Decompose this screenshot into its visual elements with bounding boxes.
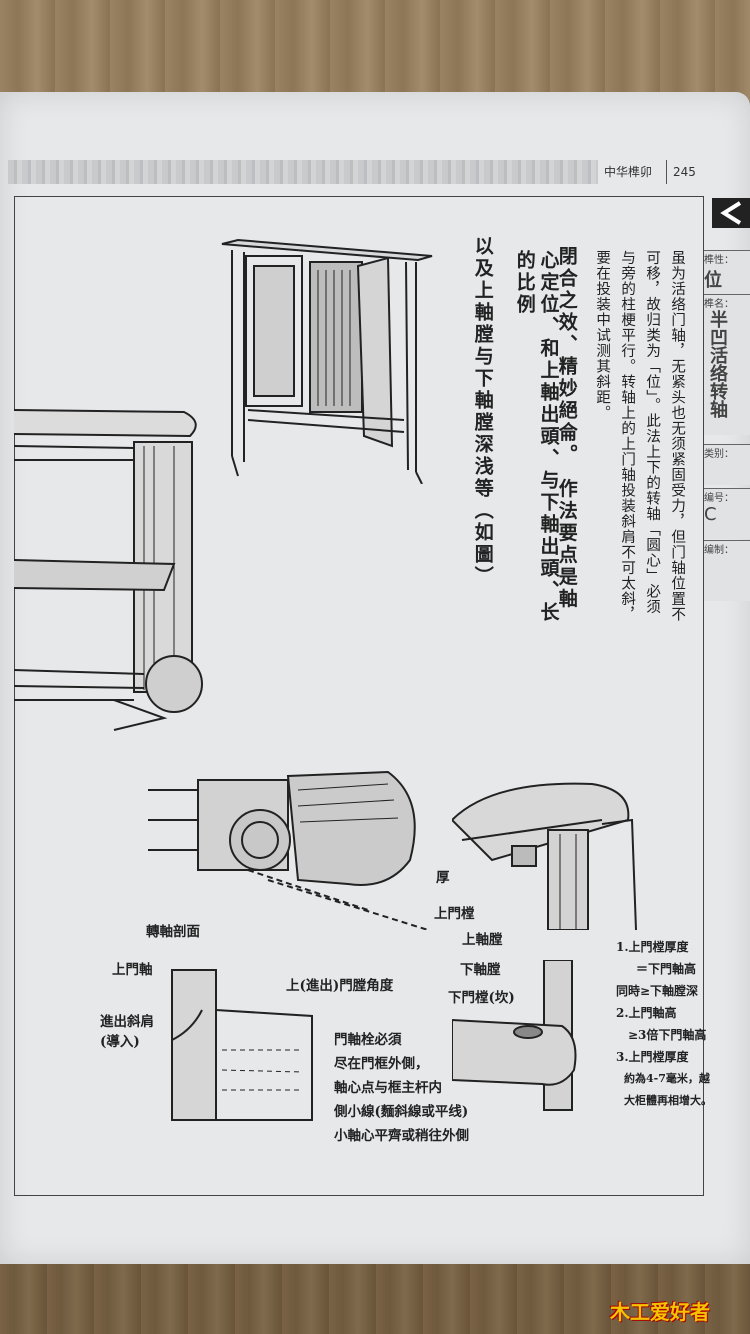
sidebar-value: 半凹活络转轴 (707, 310, 728, 418)
corner-joint-sketch (452, 782, 637, 930)
label-upper-axle-socket: 上軸膛 (462, 932, 503, 948)
printed-text-col-1: 虽为活络门轴，无紧头也无须紧固受力，但门轴位置不 (669, 250, 686, 622)
label-door-stile: 上門樘 (434, 906, 475, 922)
sidebar-card-number: 编号： C (704, 488, 750, 539)
header-pattern-band (8, 160, 598, 184)
note-line: 約為4-7毫米，越 (624, 1072, 710, 1085)
label-side: 厚 (436, 870, 450, 886)
pivot-section-sketch (148, 770, 429, 930)
handwritten-text-col-1: 閉合之效、精妙絕侖。 作法要点是軸 (555, 246, 578, 611)
label-upper-axle: 上門軸 (112, 962, 153, 978)
note-line: 大柜體再相增大。 (624, 1094, 712, 1107)
frame-partial-sketch (14, 409, 203, 731)
sidebar-key: 编制： (704, 545, 734, 556)
sidebar-key: 榫性： (704, 255, 734, 266)
note-line: 小軸心平齊或稍往外側 (334, 1128, 469, 1144)
handwritten-text-col-3: 以及上軸膛与下軸膛深浅等（如圖） (471, 236, 494, 588)
sidebar-value: 位 (704, 270, 722, 291)
note-line: 3.上門樘厚度 (616, 1050, 689, 1064)
page-number: 245 (666, 160, 696, 184)
printed-text-col-3: 与旁的柱梗平行。转轴上的上门轴投装斜肩不可太斜， (619, 250, 636, 622)
sidebar-card-editor: 编制： (704, 540, 750, 601)
sidebar-key: 榫名： (704, 299, 734, 310)
sidebar-value: C (704, 504, 717, 525)
note-line: 1.上門樘厚度 (616, 940, 689, 954)
sidebar-key: 类别： (704, 449, 734, 460)
note-line: 2.上門軸高 (616, 1006, 677, 1020)
lower-axle-detail-sketch (452, 960, 577, 1111)
note-line: ≥3倍下門軸高 (628, 1028, 707, 1042)
sidebar-key: 编号： (704, 493, 734, 504)
sidebar-card-category: 类别： (704, 444, 750, 485)
cabinet-sketch (221, 238, 433, 484)
handwritten-text-col-2: 心定位、和上軸出頭、与下軸出頭、长的比例 (513, 250, 560, 624)
upper-axle-detail-sketch (171, 969, 313, 1121)
printed-text-col-2: 可移，故归类为「位」。此法上下的转轴「圆心」必须 (644, 250, 661, 615)
note-line: 尽在門框外側， (334, 1056, 429, 1072)
note-line: 門軸栓必須 (334, 1032, 402, 1048)
note-line: 同時≥下軸膛深 (616, 984, 699, 998)
content-frame (14, 196, 704, 1196)
note-line: 側小線(麵斜線或平线) (334, 1104, 469, 1120)
watermark-logo: 木工爱好者 (610, 1300, 710, 1324)
notes-center: 門軸栓必須 尽在門框外側， 軸心点与框主杆内 側小線(麵斜線或平线) 小軸心平齊… (334, 1028, 514, 1148)
note-line: 軸心点与框主杆内 (334, 1080, 442, 1096)
sidebar-card-name: 榫名： 半凹活络转轴 (704, 294, 750, 435)
label-bevel: 進出斜肩(導入) (100, 1014, 154, 1050)
sidebar-card-property: 榫性： 位 (704, 250, 750, 295)
label-section: 轉軸剖面 (146, 924, 200, 940)
label-upper-mortise: 上(進出)門膛角度 (286, 978, 394, 994)
section-title: 中华榫卯 (604, 165, 653, 179)
label-lower-stile: 下門樘(坎) (448, 990, 515, 1006)
printed-text-col-4: 要在投装中试测其斜距。 (594, 250, 611, 421)
notes-right: 1.上門樘厚度 ＝下門軸高 同時≥下軸膛深 2.上門軸高 ≥3倍下門軸高 3.上… (616, 936, 746, 1112)
chapter-tab-icon (712, 198, 750, 228)
note-line: ＝下門軸高 (636, 962, 697, 976)
label-lower-axle-socket: 下軸膛 (460, 962, 501, 978)
